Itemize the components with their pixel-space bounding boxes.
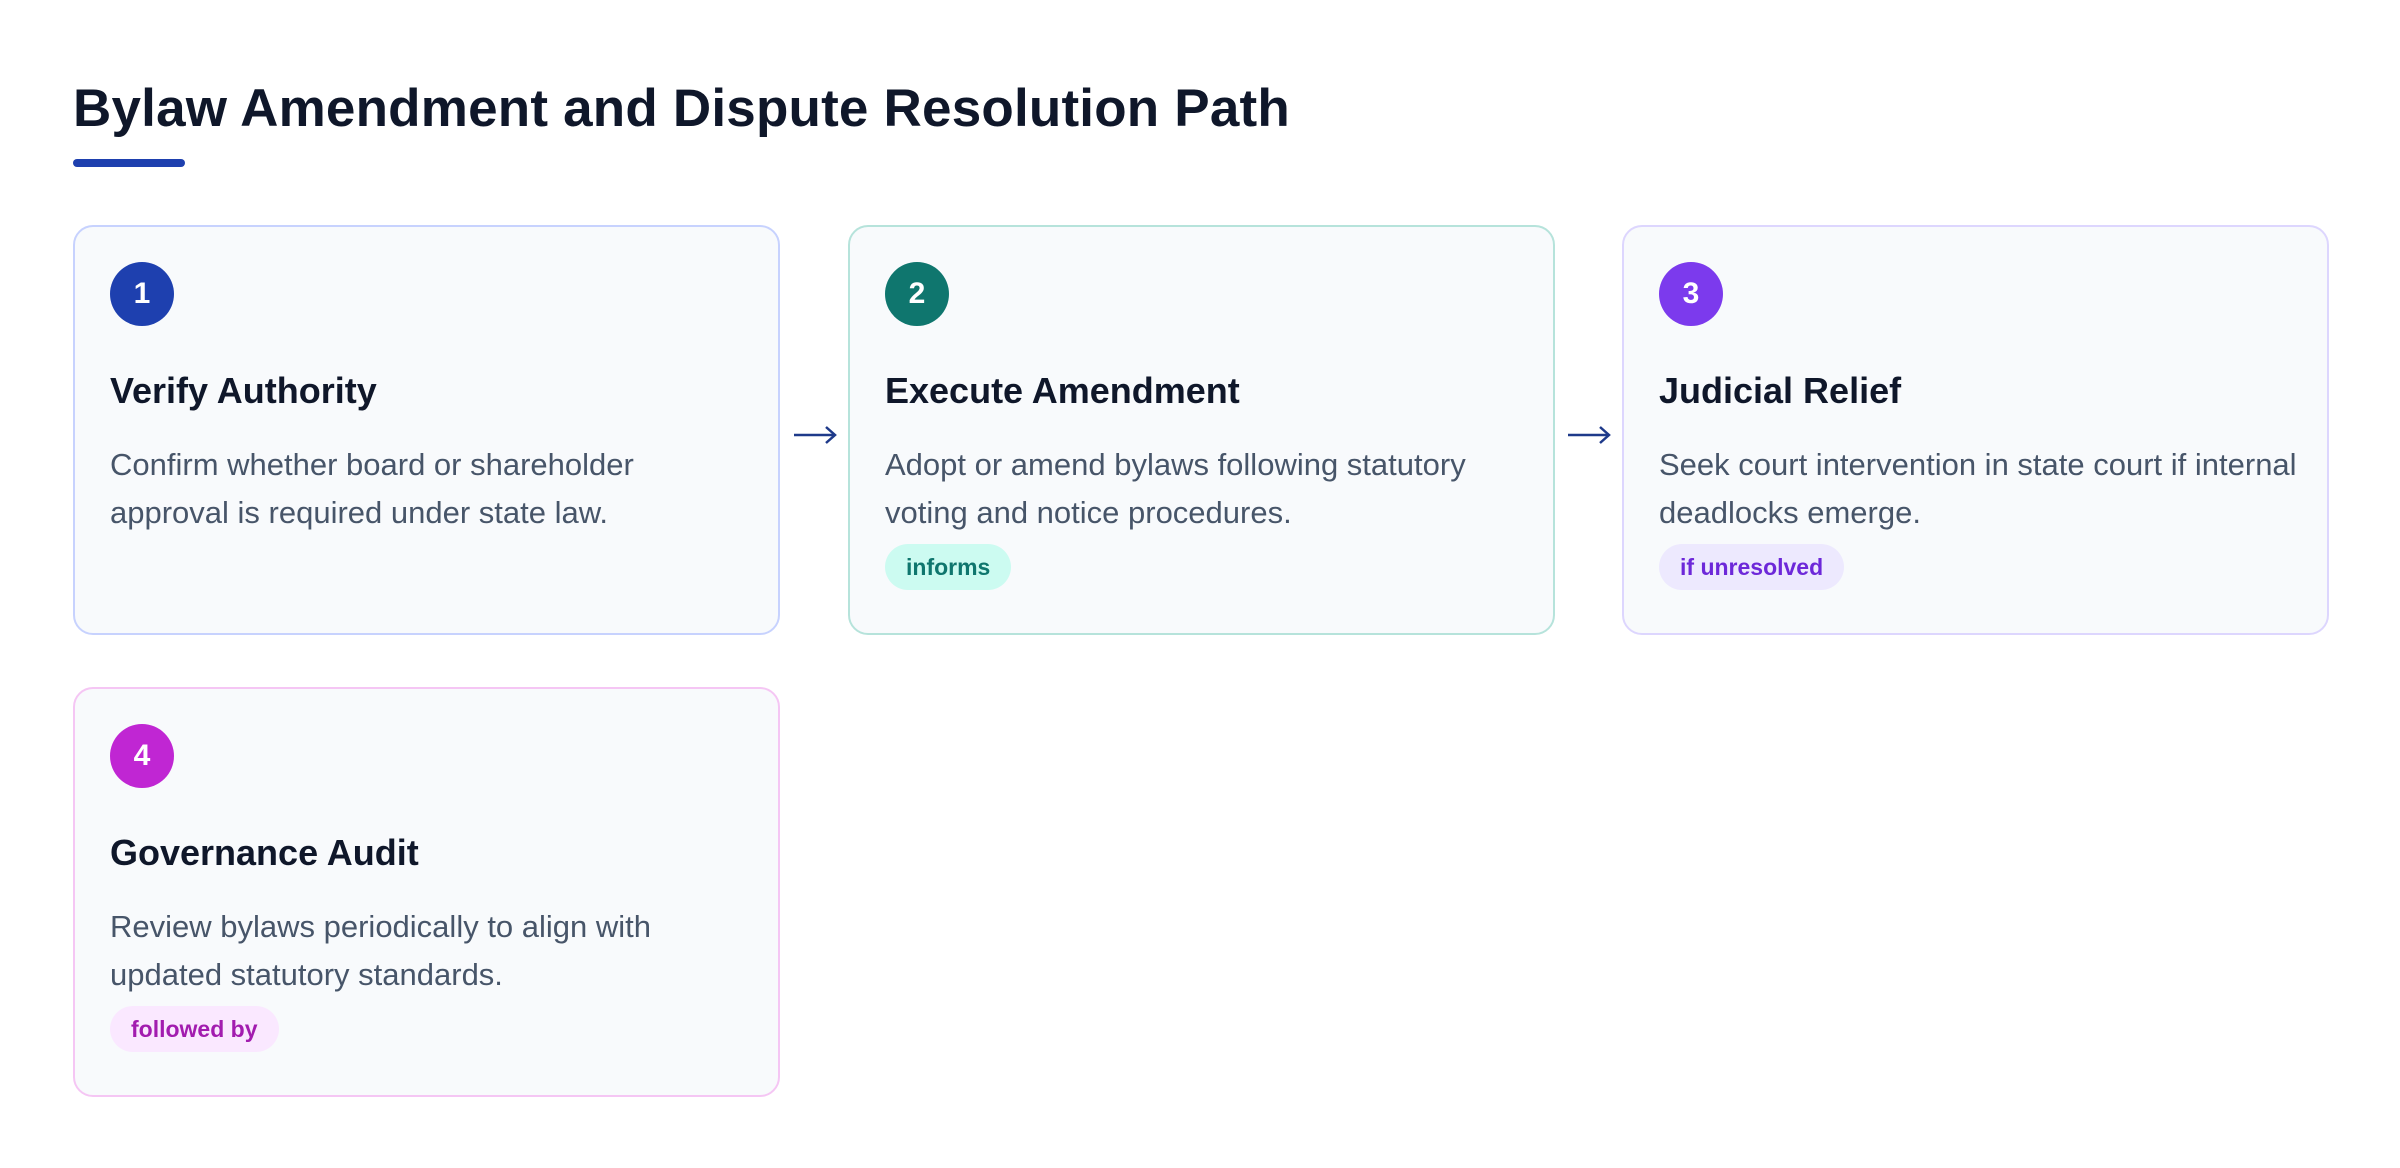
step-card-judicial-relief: 3 Judicial Relief Seek court interventio… (1622, 225, 2329, 635)
step-description: Seek court intervention in state court i… (1659, 447, 2297, 530)
step-title: Governance Audit (110, 832, 419, 873)
step-title: Judicial Relief (1659, 370, 1902, 411)
step-number-badge: 3 (1659, 262, 1723, 326)
step-title: Execute Amendment (885, 370, 1240, 411)
relation-tag: followed by (110, 1006, 279, 1052)
step-number-badge: 2 (885, 262, 949, 326)
step-card-execute-amendment: 2 Execute Amendment Adopt or amend bylaw… (848, 225, 1555, 635)
title-underline (73, 159, 185, 167)
step-card-verify-authority: 1 Verify Authority Confirm whether board… (73, 225, 780, 635)
step-description: Review bylaws periodically to align with… (110, 909, 652, 992)
step-card-governance-audit: 4 Governance Audit Review bylaws periodi… (73, 687, 780, 1097)
relation-tag: informs (885, 544, 1012, 590)
step-description: Confirm whether board or shareholder app… (110, 447, 634, 530)
right-arrow-icon (794, 426, 837, 444)
relation-tag: if unresolved (1659, 544, 1845, 590)
step-description: Adopt or amend bylaws following statutor… (885, 447, 1466, 530)
right-arrow-icon (1568, 426, 1611, 444)
step-number-badge: 1 (110, 262, 174, 326)
step-title: Verify Authority (110, 370, 377, 411)
step-number-badge: 4 (110, 724, 174, 788)
page-title: Bylaw Amendment and Dispute Resolution P… (73, 79, 1290, 138)
